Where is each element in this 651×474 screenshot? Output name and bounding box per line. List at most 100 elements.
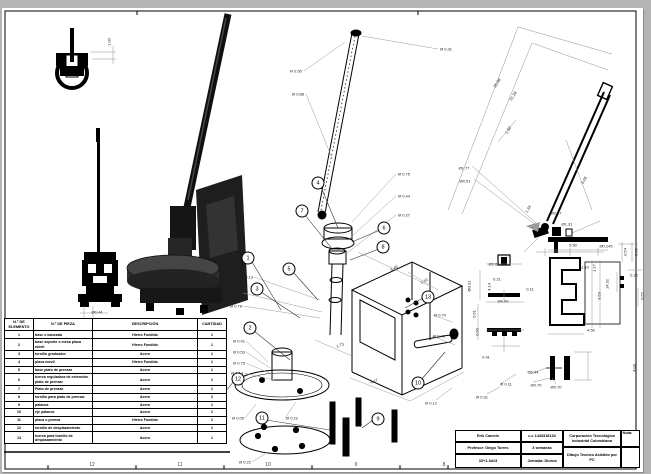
dimension-label: Ø2.00	[488, 261, 500, 267]
item-balloon-9: 9	[371, 412, 385, 426]
bom-cell-desc: Acero	[92, 408, 198, 417]
dimension-label: 0.61	[471, 310, 477, 318]
item-balloon-11: 11	[255, 411, 269, 425]
sheet-frame	[4, 10, 637, 470]
schedule: Jornada: Diurna	[520, 453, 564, 469]
dimension-label: Ø4.00	[497, 298, 509, 304]
bom-cell-no: 6	[4, 373, 34, 387]
item-balloon-1: 1	[241, 251, 255, 265]
bom-cell-no: 12	[4, 423, 34, 433]
dimension-label: 4.14	[486, 283, 492, 291]
item-balloon-10: 10	[411, 376, 425, 390]
bom-cell-pieza: eje palanca	[33, 408, 93, 417]
bom-cell-qty: 1	[197, 385, 227, 394]
dimension-label: 3.53	[596, 292, 602, 300]
dimension-label: 4.00	[631, 364, 637, 372]
bom-cell-no: 3	[4, 350, 34, 359]
dimension-label: Ø0.44	[91, 309, 103, 315]
dimension-label: 1.17	[591, 264, 597, 272]
item-balloon-8: 8	[376, 240, 390, 254]
title-block-right: Corporación Tecnológica Industrial Colom…	[562, 429, 641, 469]
view-iso-shaded	[126, 13, 248, 315]
bom-cell-qty: 1	[197, 400, 227, 410]
dimension-label: Ø 0.88	[291, 91, 305, 97]
dimension-label: Ø 0.75	[397, 171, 411, 177]
sheet-zone-number: 10	[265, 462, 271, 468]
duration: 3 semanas	[520, 441, 564, 455]
dimension-label: Ø 0.11	[500, 381, 512, 387]
sheet-zone-number: 9	[354, 462, 358, 468]
dimension-label: 1.10	[581, 264, 589, 270]
dimension-label: 1.00	[106, 38, 112, 46]
teacher: Profesor: Diego Torres	[454, 441, 522, 455]
bom-cell-no: 13	[4, 431, 34, 445]
item-balloon-4: 4	[311, 176, 325, 190]
bom-cell-no: 5	[4, 365, 34, 375]
bom-cell-no: 9	[4, 400, 34, 410]
bom-cell-qty: 1	[197, 365, 227, 375]
dimension-label: Ø 0.31	[475, 394, 489, 400]
dimension-label: 0.11	[526, 286, 534, 292]
bom-cell-pieza: base soporte o mesa placa móvil	[33, 338, 93, 352]
dimension-label: Ø0.44	[527, 369, 539, 375]
dimension-label: Ø 0.31	[439, 46, 453, 52]
author-name: Erik Camelo	[454, 429, 522, 443]
bom-cell-qty: 1	[197, 338, 227, 352]
view-front	[78, 128, 122, 318]
dimension-label: Ø0.70	[550, 384, 562, 390]
dimension-label: Ø0.70	[530, 382, 542, 388]
bom-cell-pieza: placa móvil	[33, 357, 93, 367]
author-id: c.c 1443318134	[520, 429, 564, 443]
dimension-label: Ø0.47	[550, 210, 562, 216]
bom-cell-pieza: tornillo graduador	[33, 350, 93, 359]
bom-cell-no: 7	[4, 385, 34, 394]
bom-cell-qty: 1	[197, 357, 227, 367]
bom-cell-qty: 1	[197, 408, 227, 417]
dimension-label: 0.52	[639, 292, 645, 300]
dimension-label: Ø 0.05	[231, 415, 245, 421]
dimension-label: Ø 0.13	[240, 274, 254, 280]
course-title: Dibujo Tecnico Asistido por PC	[562, 446, 622, 469]
dimension-label: Ø0.51	[459, 178, 471, 184]
dimension-label: Ø 0.75	[232, 360, 246, 366]
dimension-label: 14.32	[604, 278, 610, 290]
dimension-label: 0.41	[482, 354, 490, 360]
bom-header-cell: CANTIDAD	[197, 317, 227, 332]
view-exploded	[207, 29, 464, 457]
dimension-label: 0.54	[622, 248, 628, 256]
sheet-zone-number: 12	[89, 462, 95, 468]
dimension-label: Ø 0.70	[433, 312, 447, 318]
bom-cell-desc: Hierro Fundido	[92, 330, 198, 340]
bom-cell-desc: Acero	[92, 400, 198, 410]
dimension-label: Ø 0.53	[232, 349, 246, 355]
bom-cell-pieza: Plato de prensar	[33, 385, 93, 394]
dimension-label: Ø0.31	[466, 280, 472, 292]
dimension-label: Ø 0.44	[397, 193, 411, 199]
bom-cell-pieza: base o bancada	[33, 330, 93, 340]
balloon-leaders	[221, 186, 446, 431]
bom-cell-desc: Hierro Fundido	[92, 357, 198, 367]
bom-cell-pieza: tuerca reguladora de extensión plato de …	[33, 373, 93, 387]
bom-cell-no: 8	[4, 392, 34, 402]
institution: Corporación Tecnológica Industrial Colom…	[562, 429, 622, 448]
sheet-zone-number: 8	[442, 462, 446, 468]
dimension-label: Ø 0.41	[232, 338, 246, 344]
dimension-label: Ø4.00	[496, 326, 508, 332]
bom-header-cell: N.º DE PIEZA	[33, 317, 93, 332]
bom-cell-qty: 1	[197, 350, 227, 359]
bom-cell-desc: Acero	[92, 392, 198, 402]
dimension-label: 2.36	[633, 248, 639, 256]
bom-cell-qty: 1	[197, 373, 227, 387]
leader-lines	[242, 35, 465, 463]
dimension-label: Ø 0.16	[229, 290, 243, 296]
bom-cell-desc: Hierro Fundido	[92, 415, 198, 425]
